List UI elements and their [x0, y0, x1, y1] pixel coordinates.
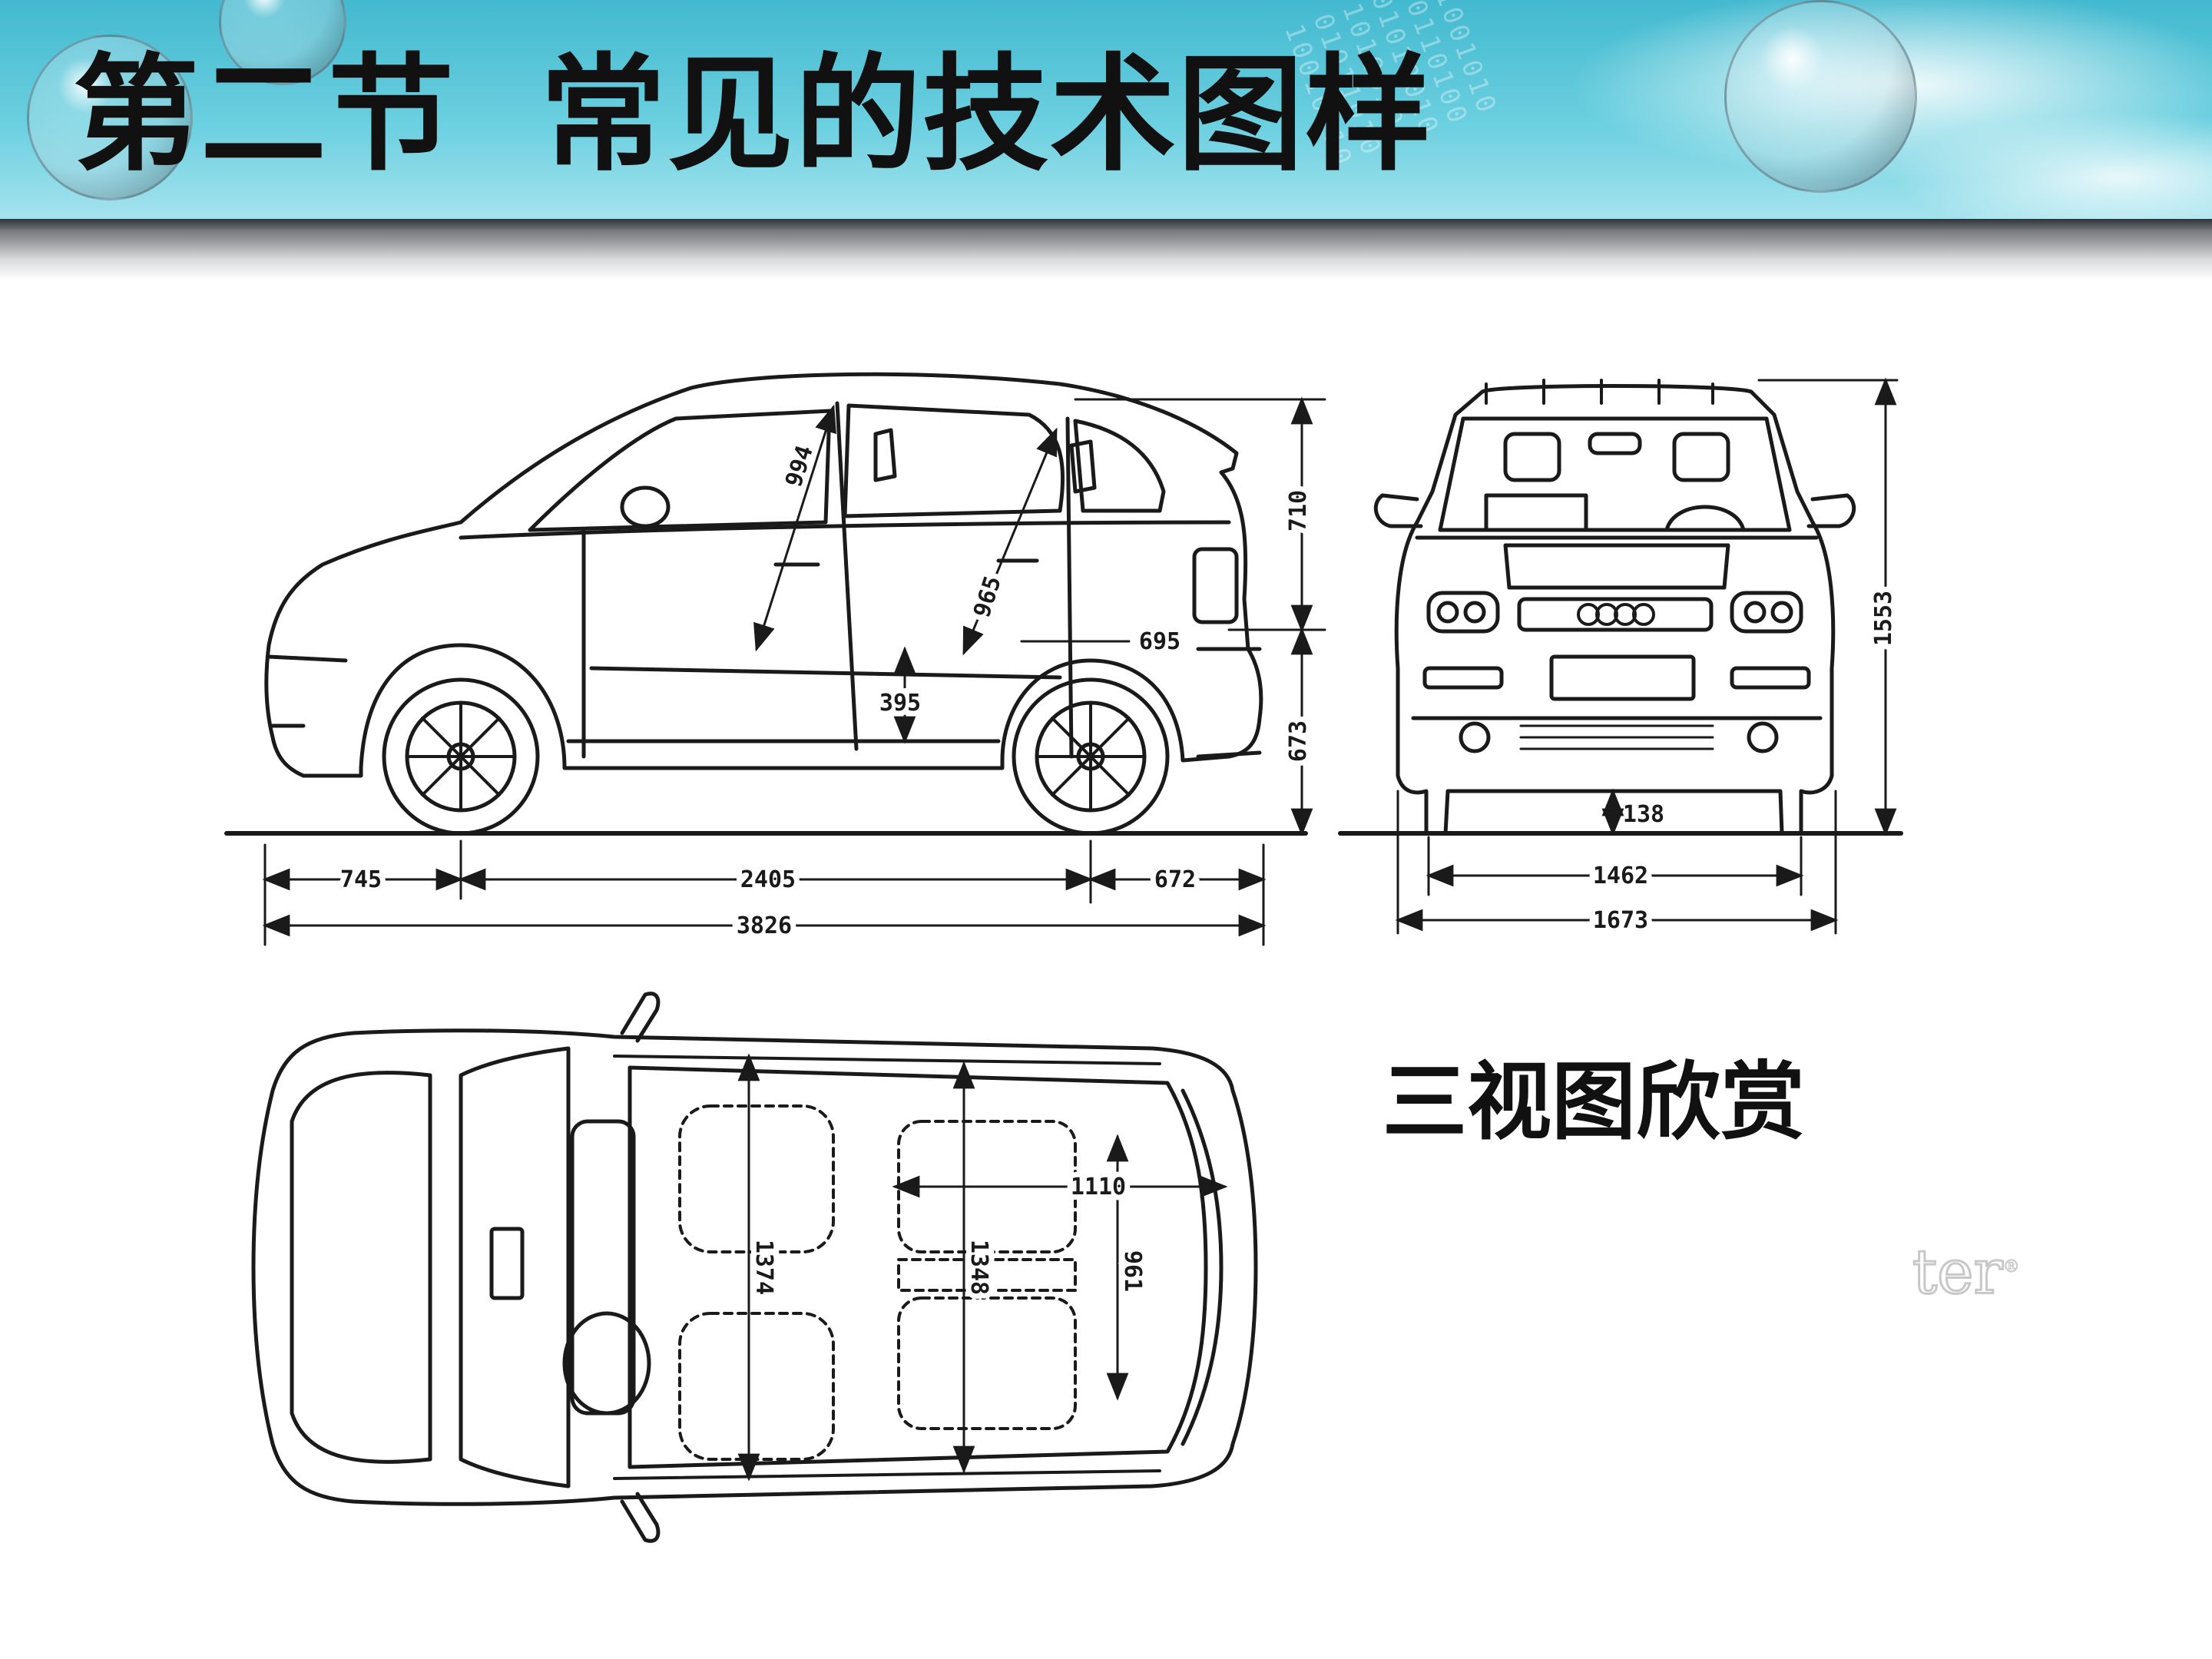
side-headrest-front: [873, 428, 897, 482]
bubble-decoration-right: [1724, 0, 1917, 193]
front-license-plate: [1549, 654, 1696, 701]
side-front-bumper: [267, 654, 348, 728]
front-indicator-left: [1422, 666, 1504, 690]
top-roof-outline: [628, 1065, 1208, 1469]
top-console: [489, 1227, 525, 1300]
label-front-headroom: 994: [780, 442, 819, 490]
top-seat-rear-center: [897, 1258, 1077, 1292]
top-roof-rail-right: [613, 1469, 1161, 1480]
header-divider-line: [0, 219, 2212, 230]
top-dash: [570, 1119, 636, 1416]
front-headlight-right-lamp-1: [1743, 601, 1767, 624]
front-logo-ring-4: [1632, 603, 1655, 626]
side-body-crease: [589, 666, 1062, 680]
top-windshield: [459, 1046, 571, 1488]
label-length: 3826: [737, 912, 792, 939]
side-view: [224, 372, 1326, 946]
label-wheelbase: 2405: [740, 866, 796, 893]
label-upper-height: 710: [1285, 490, 1312, 531]
top-seat-front-left: [678, 1104, 835, 1253]
label-rear-overhang: 672: [1154, 866, 1196, 893]
front-headlight-left-lamp-1: [1436, 601, 1459, 624]
label-sill-height: 395: [879, 690, 921, 717]
side-mirror: [620, 485, 671, 528]
top-seat-rear-right: [897, 1296, 1077, 1430]
front-headlight-right-lamp-2: [1770, 601, 1793, 624]
top-seat-front-right: [678, 1312, 835, 1461]
watermark-registered-mark: ®: [2002, 1257, 2020, 1277]
top-mirror-right: [620, 1492, 661, 1543]
label-cargo-length: 1110: [1071, 1174, 1126, 1200]
front-indicator-right: [1730, 666, 1811, 690]
front-headrest-right: [1672, 432, 1730, 482]
gallery-subtitle: 三视图欣赏: [1382, 1053, 1805, 1151]
front-headlight-left: [1426, 591, 1500, 634]
label-cargo-width: 961: [1119, 1250, 1146, 1292]
label-front-overhang: 745: [340, 866, 382, 893]
top-rear-window: [1181, 1088, 1224, 1446]
dim-rear-headroom-line: [962, 427, 1058, 656]
label-load-height: 695: [1139, 628, 1181, 655]
dim-front-headroom-line: [753, 404, 836, 652]
front-body-outline: [1394, 384, 1836, 836]
front-seat-left: [1484, 493, 1588, 532]
front-steering-wheel: [1664, 505, 1746, 532]
front-bonnet: [1503, 543, 1730, 590]
side-front-spokes: [406, 701, 516, 812]
label-rear-interior-width: 1348: [965, 1240, 992, 1295]
side-rear-wheel: [1012, 677, 1170, 836]
side-rear-bumper: [1196, 647, 1262, 759]
front-interior-mirror: [1588, 432, 1642, 455]
side-b-pillar: [835, 401, 859, 751]
front-windshield: [1438, 416, 1792, 532]
side-front-window: [528, 409, 832, 532]
label-ground-clearance: 138: [1623, 801, 1664, 828]
label-front-height: 1553: [1870, 591, 1897, 646]
side-body-outline: [264, 372, 1263, 778]
top-mirror-left: [620, 992, 661, 1043]
front-headlight-left-lamp-2: [1463, 601, 1486, 624]
side-rear-spokes: [1035, 701, 1146, 812]
top-view: [251, 992, 1258, 1543]
watermark: ter®: [1912, 1233, 2021, 1308]
front-fog-light-left: [1459, 721, 1491, 753]
side-front-wheel: [382, 677, 540, 836]
section-title: 常见的技术图样: [540, 41, 1433, 188]
side-headrest-rear: [1069, 439, 1097, 494]
section-number: 第二节: [73, 41, 456, 188]
page-title: 第二节常见的技术图样: [73, 38, 1432, 192]
front-view: [1338, 377, 1903, 935]
label-rear-headroom: 965: [969, 573, 1007, 621]
side-rear-light: [1192, 547, 1239, 624]
front-headlight-right: [1730, 591, 1803, 634]
top-steering-wheel: [562, 1311, 651, 1416]
front-headrest-left: [1503, 432, 1561, 482]
front-mirror-left: [1373, 493, 1423, 528]
label-lower-height: 673: [1285, 720, 1312, 762]
top-roof-rail-left: [613, 1055, 1161, 1065]
label-front-interior-width: 1374: [750, 1240, 777, 1295]
top-hood: [290, 1071, 432, 1464]
top-body-outline: [251, 1028, 1258, 1506]
front-mirror-right: [1806, 493, 1856, 528]
label-width: 1673: [1593, 907, 1648, 934]
side-rear-window: [1073, 419, 1166, 513]
watermark-text: ter: [1912, 1236, 2005, 1308]
bubble-decoration-left: [27, 35, 193, 200]
side-c-pillar: [1065, 416, 1074, 759]
front-grille: [1517, 597, 1714, 632]
label-track: 1462: [1593, 863, 1648, 889]
front-fog-light-right: [1747, 721, 1779, 753]
front-lower-grille: [1519, 724, 1714, 750]
front-roof-rack: [1485, 379, 1714, 405]
side-middle-window: [843, 403, 1065, 518]
header-banner: 01001010 10110100 01010010 10100101 0101…: [0, 0, 2212, 280]
